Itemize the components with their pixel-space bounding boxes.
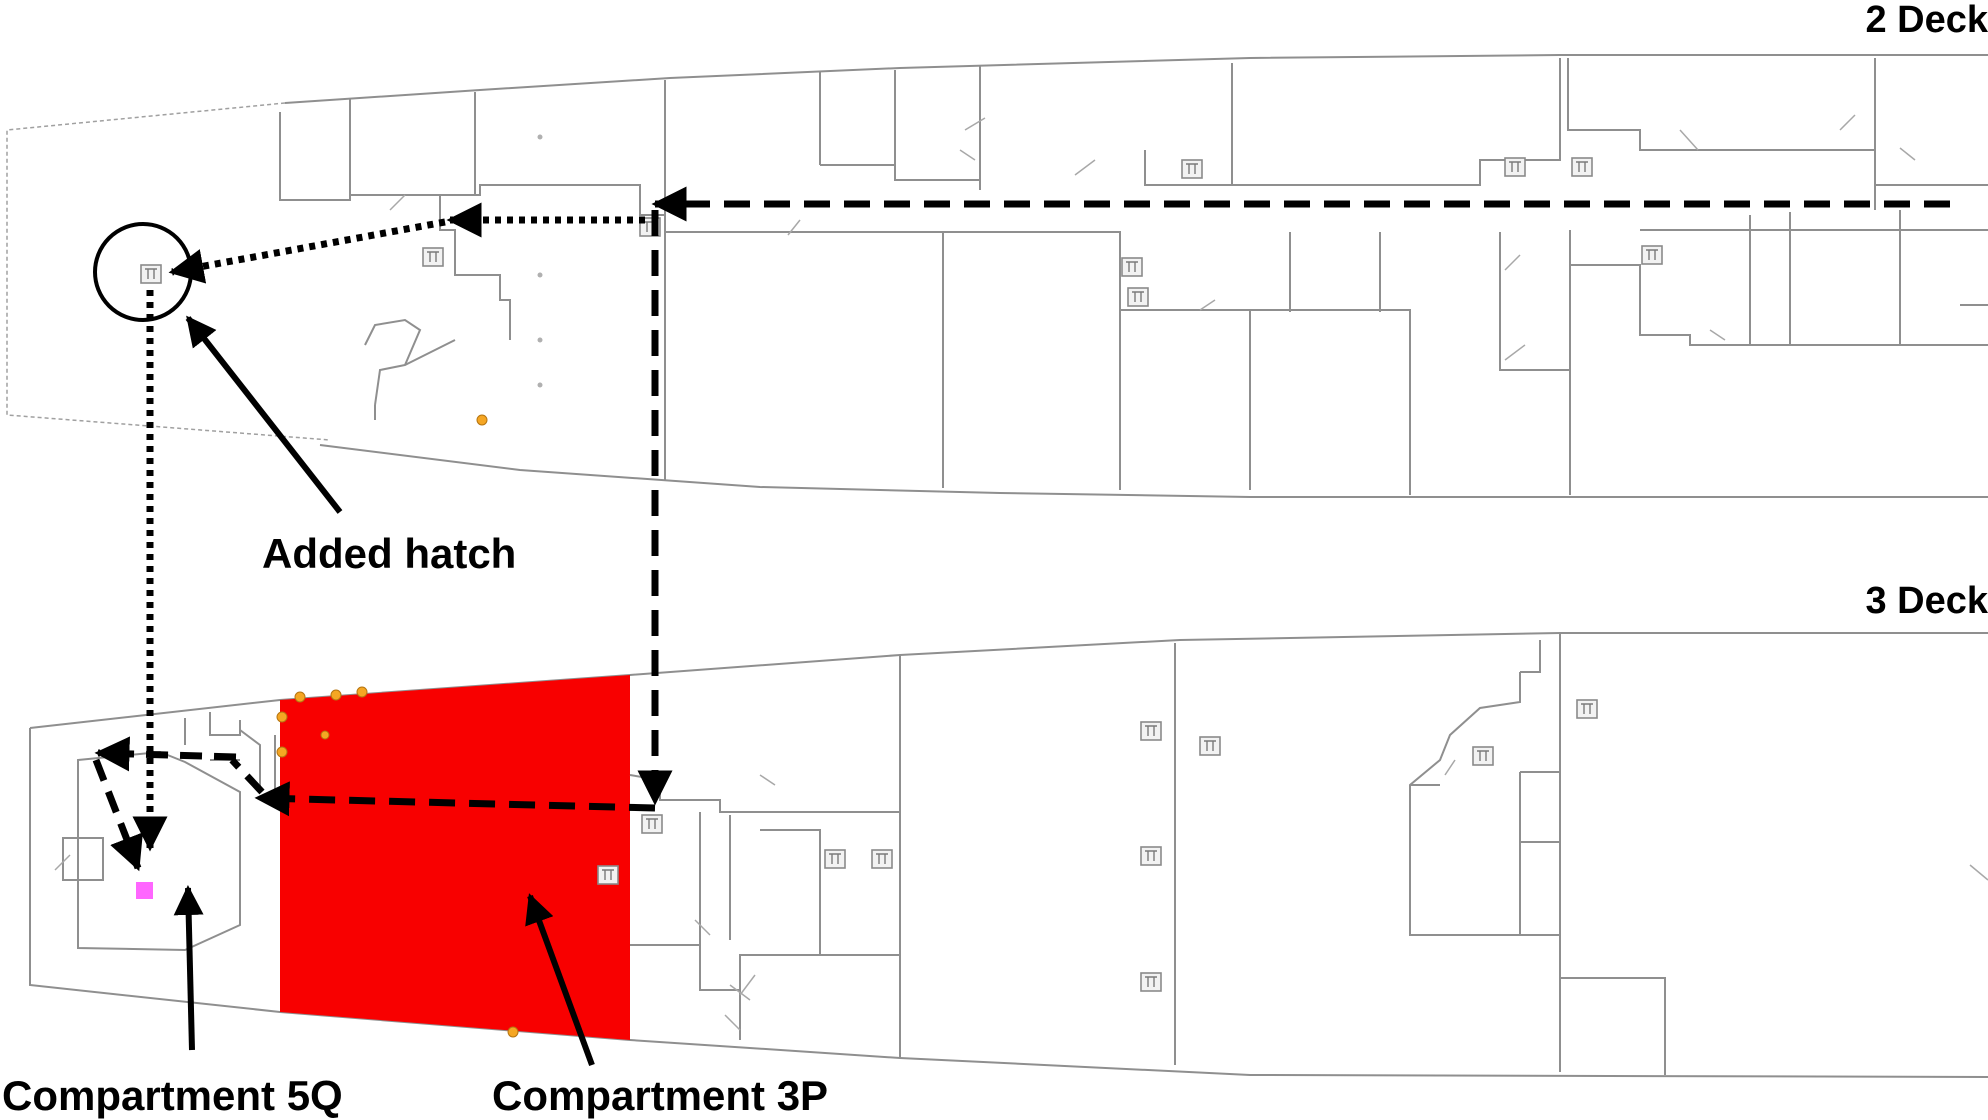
deck-2-pillars (537, 134, 543, 388)
compartment-5q-marker (136, 882, 153, 899)
hatch-icon (1571, 157, 1593, 177)
route-dotted-2deck-diagonal (168, 218, 446, 284)
added-hatch-icon (140, 264, 162, 284)
added-hatch-label: Added hatch (262, 530, 516, 577)
deck-2-node-marker (476, 414, 488, 426)
route-dashed-3deck-down (92, 758, 143, 872)
pointer-added-hatch (185, 315, 343, 514)
hatch-icon (1504, 157, 1526, 177)
deck-2-fwd-rooms (279, 80, 666, 480)
deck-3-node-markers (276, 686, 519, 1038)
escape-routes (92, 186, 1950, 872)
hatch-icon (1127, 287, 1149, 307)
deck-3-aft-rooms (629, 633, 1666, 1075)
deck-3-small-room (62, 837, 104, 881)
hatch-icon (422, 247, 444, 267)
label-pointers (173, 315, 595, 1067)
hatch-icon (641, 814, 663, 834)
pointer-compartment-3p (525, 893, 595, 1067)
deck-2-hull-top (284, 54, 1988, 104)
deck-2-halls (665, 150, 1988, 495)
compartment-3p-label: Compartment 3P (492, 1072, 828, 1119)
compartment-5q-label: Compartment 5Q (2, 1072, 343, 1119)
deck-3-door-ticks (54, 759, 1988, 1031)
hatch-icon (1181, 159, 1203, 179)
pointer-compartment-5q (173, 885, 204, 1051)
route-dashed-3deck-top (94, 736, 237, 772)
compartment-3p (280, 675, 630, 1040)
route-dashed-3deck-diagonal (229, 757, 265, 795)
deck-3-bow-details (184, 712, 276, 790)
hatch-icon (597, 865, 619, 885)
hatch-icon (1472, 746, 1494, 766)
hatch-icon (1140, 846, 1162, 866)
hatch-icon (871, 849, 893, 869)
deck-2-center-rooms (819, 58, 1988, 190)
deck-3-plan (29, 632, 1988, 1078)
deck-2-bow-pocket (364, 318, 456, 420)
route-dashed-3deck-horizontal (254, 781, 656, 817)
deck-2-door-ticks (389, 114, 1916, 361)
hatch-icon (1576, 699, 1598, 719)
hatch-icon (1199, 736, 1221, 756)
deck-2-plan (6, 54, 1988, 498)
added-hatch-callout-circle (93, 222, 193, 322)
hatch-icon (1140, 972, 1162, 992)
deck-2-hull-bottom (319, 444, 1988, 498)
deck-2-label: 2 Deck (1865, 0, 1988, 41)
hatch-icon (1140, 721, 1162, 741)
deck-3-hatches (597, 699, 1598, 992)
hatch-icon (824, 849, 846, 869)
hatch-icon (1641, 245, 1663, 265)
deck-2-bow-outline (6, 102, 331, 441)
deck-3-label: 3 Deck (1865, 580, 1988, 622)
hatch-icon (1121, 257, 1143, 277)
